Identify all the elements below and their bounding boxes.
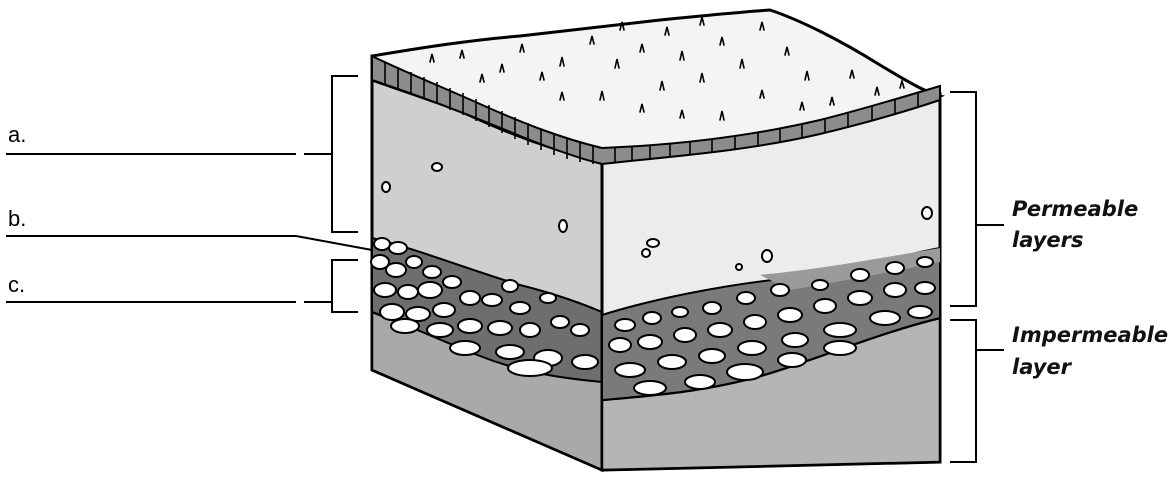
label-b: b. bbox=[8, 206, 26, 231]
bracket-c bbox=[304, 260, 358, 312]
label-impermeable-2: layer bbox=[1012, 355, 1073, 379]
bracket-impermeable bbox=[950, 320, 1004, 462]
left-annotations: a. b. c. bbox=[6, 76, 372, 312]
bracket-a bbox=[304, 76, 358, 232]
bracket-permeable bbox=[950, 92, 1004, 306]
label-permeable-2: layers bbox=[1012, 228, 1084, 252]
label-a: a. bbox=[8, 122, 26, 147]
label-impermeable-1: Impermeable bbox=[1012, 323, 1168, 347]
label-permeable-1: Permeable bbox=[1012, 197, 1138, 221]
right-annotations: Permeable layers Impermeable layer bbox=[950, 92, 1168, 462]
pointer-b bbox=[296, 236, 372, 250]
label-c: c. bbox=[8, 272, 25, 297]
